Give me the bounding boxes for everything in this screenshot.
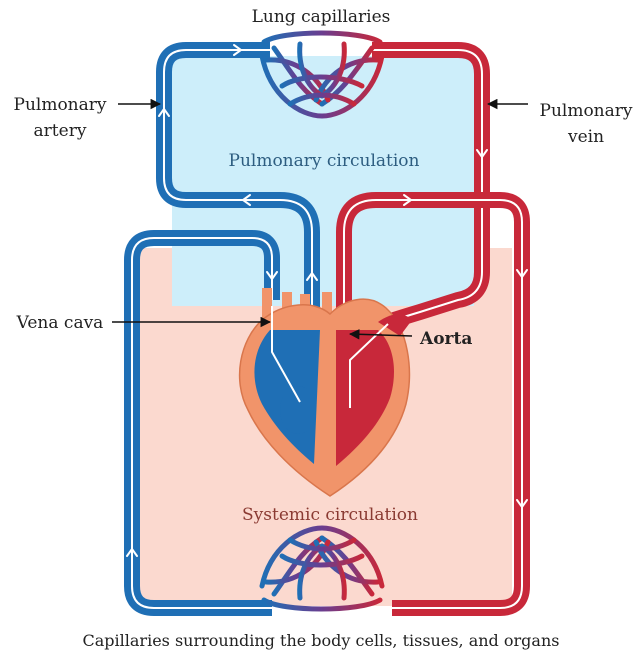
body-capillaries-label: Capillaries surrounding the body cells, … [83,631,560,650]
pulmonary-circulation-label: Pulmonary circulation [229,151,420,171]
lung-capillaries-label: Lung capillaries [252,7,391,27]
pulmonary-artery-label-line2: artery [34,121,87,141]
pulmonary-vein-label-line1: Pulmonary [540,101,633,121]
pulmonary-vein-label-line2: vein [567,127,604,147]
vena-cava-label: Vena cava [16,313,104,333]
systemic-circulation-label: Systemic circulation [242,505,418,525]
pulmonary-artery-label-line1: Pulmonary [14,95,107,115]
aorta-label: Aorta [419,329,472,349]
